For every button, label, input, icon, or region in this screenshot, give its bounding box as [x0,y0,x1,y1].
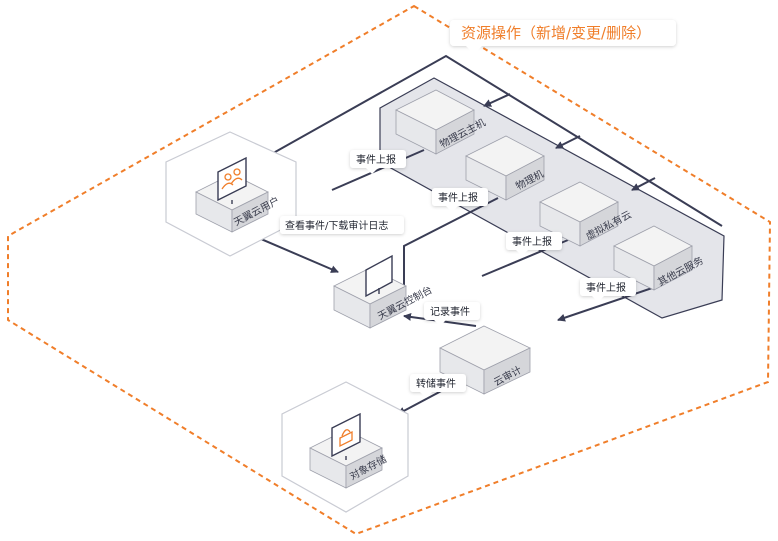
svg-text:事件上报: 事件上报 [356,153,396,166]
node-cloud-audit[interactable]: 云审计 [439,325,531,395]
edge-label-view-download: 查看事件/下载审计日志 [280,216,404,234]
edge-label-report-1: 事件上报 [350,150,406,174]
users-icon [217,156,247,204]
monitor-icon [365,254,393,298]
svg-text:查看事件/下载审计日志: 查看事件/下载审计日志 [285,219,388,232]
svg-text:转储事件: 转储事件 [416,377,456,390]
svg-text:事件上报: 事件上报 [438,191,478,204]
edge-label-record-event: 记录事件 [424,302,480,326]
title-text: 资源操作（新增/变更/删除） [461,24,651,42]
storage-icon [331,412,361,460]
svg-text:记录事件: 记录事件 [430,305,470,318]
edge-label-store-event: 转储事件 [410,374,466,398]
edge-label-report-2: 事件上报 [432,188,488,212]
svg-text:事件上报: 事件上报 [586,281,626,294]
node-physical-host[interactable]: 物理云主机 [395,89,488,155]
edge-label-report-4: 事件上报 [580,278,636,302]
edge-label-report-3: 事件上报 [506,232,562,256]
region-boundary [7,4,772,536]
title-tag: 资源操作（新增/变更/删除） [450,20,676,54]
svg-text:事件上报: 事件上报 [512,235,552,248]
